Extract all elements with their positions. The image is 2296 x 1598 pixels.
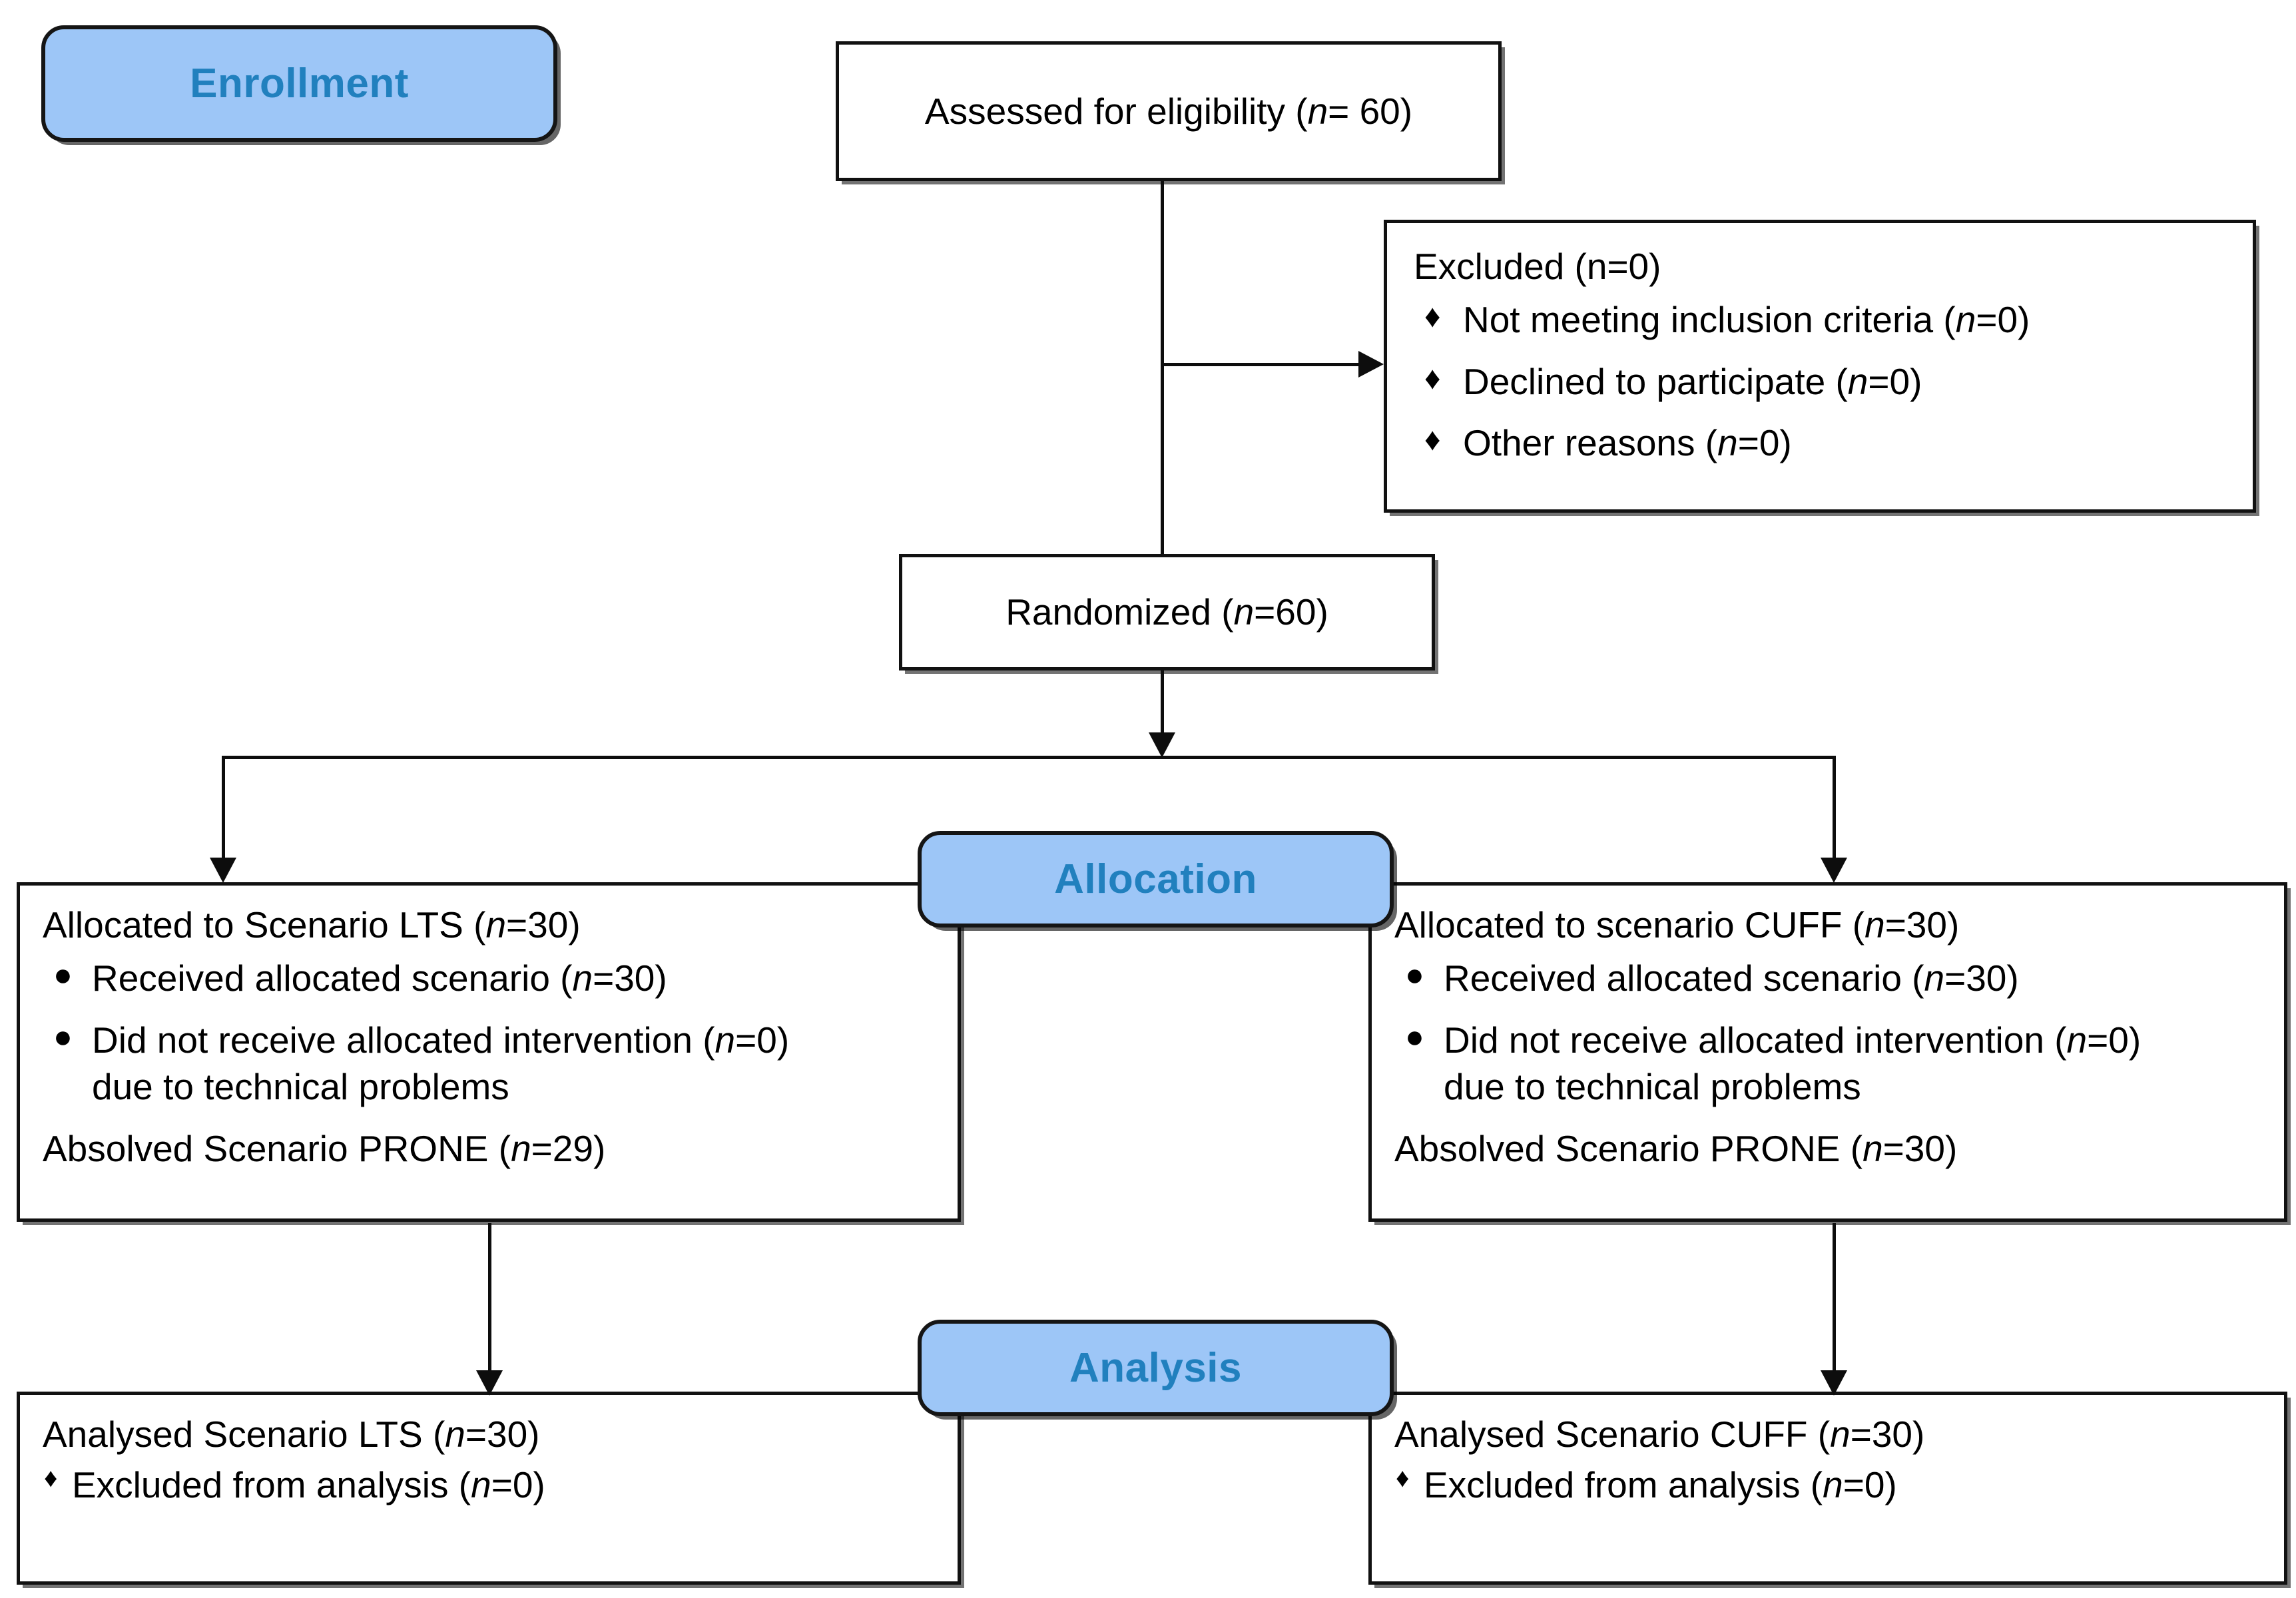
italic-n: n xyxy=(1863,1127,1883,1169)
node-analysed-lts-heading: Analysed Scenario LTS (n=30) xyxy=(43,1414,540,1455)
italic-n: n xyxy=(471,1464,491,1506)
node-allocated-cuff-footer: Absolved Scenario PRONE (n=30) xyxy=(1394,1127,1958,1169)
round-bullet-icon: ● xyxy=(53,957,73,993)
banner-allocation: Allocation xyxy=(918,831,1394,928)
connector-branch-right xyxy=(1833,756,1836,866)
node-allocated-cuff-heading: Allocated to scenario CUFF (n=30) xyxy=(1394,904,1960,945)
node-randomized: Randomized (n=60) xyxy=(899,554,1435,670)
round-bullet-icon: ● xyxy=(1405,1019,1424,1055)
list-item-text: Excluded from analysis (n=0) xyxy=(72,1464,545,1506)
diamond-bullet-icon: ♦ xyxy=(1424,360,1441,396)
arrow-branch-right xyxy=(1821,858,1847,883)
italic-n: n xyxy=(511,1127,531,1169)
italic-n: n xyxy=(1233,591,1255,633)
node-allocated-lts-list: ● Received allocated scenario (n=30) ● D… xyxy=(43,955,935,1110)
connector-randomized-down xyxy=(1161,670,1164,737)
list-item: ♦ Other reasons (n=0) xyxy=(1414,419,2226,466)
italic-n: n xyxy=(1865,904,1885,945)
list-item-text: Received allocated scenario (n=30) xyxy=(1444,957,2019,999)
arrow-randomized-split xyxy=(1149,732,1175,758)
connector-alloc-left-to-analysis xyxy=(488,1223,491,1376)
italic-n: n xyxy=(445,1414,465,1455)
node-assessed-for-eligibility: Assessed for eligibility (n= 60) xyxy=(836,41,1502,181)
node-allocated-cuff: Allocated to scenario CUFF (n=30) ● Rece… xyxy=(1368,882,2287,1222)
node-excluded-heading: Excluded (n=0) xyxy=(1414,246,1661,287)
list-item-text: Did not receive allocated intervention (… xyxy=(1444,1019,2142,1108)
connector-assessed-to-randomized xyxy=(1161,181,1164,554)
node-allocated-lts-footer: Absolved Scenario PRONE (n=29) xyxy=(43,1127,606,1169)
diamond-bullet-icon: ♦ xyxy=(1424,422,1441,458)
list-item: ● Received allocated scenario (n=30) xyxy=(1394,955,2261,1001)
node-analysed-lts: Analysed Scenario LTS (n=30) ♦ Excluded … xyxy=(17,1392,961,1585)
italic-n: n xyxy=(1830,1414,1851,1455)
node-analysed-lts-list: ♦ Excluded from analysis (n=0) xyxy=(43,1462,935,1508)
node-assessed-text: Assessed for eligibility (n= 60) xyxy=(924,90,1413,132)
connector-to-excluded xyxy=(1161,363,1360,366)
node-allocated-lts-heading: Allocated to Scenario LTS (n=30) xyxy=(43,904,581,945)
banner-analysis: Analysis xyxy=(918,1320,1394,1416)
list-item-text: Excluded from analysis (n=0) xyxy=(1424,1464,1897,1506)
arrow-to-excluded xyxy=(1358,351,1384,378)
node-analysed-cuff-list: ♦ Excluded from analysis (n=0) xyxy=(1394,1462,2261,1508)
banner-allocation-label: Allocation xyxy=(1054,856,1257,902)
node-randomized-text: Randomized (n=60) xyxy=(1005,591,1328,633)
connector-split-bar xyxy=(222,756,1835,759)
arrow-alloc-right-to-analysis xyxy=(1821,1370,1847,1396)
list-item: ♦ Not meeting inclusion criteria (n=0) xyxy=(1414,296,2226,343)
list-item-text: Received allocated scenario (n=30) xyxy=(92,957,667,999)
italic-n: n xyxy=(572,957,593,999)
list-item: ♦ Declined to participate (n=0) xyxy=(1414,358,2226,405)
list-item-text: Declined to participate (n=0) xyxy=(1463,360,1922,402)
node-analysed-cuff-heading: Analysed Scenario CUFF (n=30) xyxy=(1394,1414,1925,1455)
node-analysed-cuff: Analysed Scenario CUFF (n=30) ♦ Excluded… xyxy=(1368,1392,2287,1585)
italic-n: n xyxy=(1955,299,1976,341)
round-bullet-icon: ● xyxy=(53,1019,73,1055)
italic-n: n xyxy=(1847,360,1868,402)
list-item: ♦ Excluded from analysis (n=0) xyxy=(1394,1462,2261,1508)
italic-n: n xyxy=(1717,422,1738,464)
connector-branch-left xyxy=(222,756,225,866)
arrow-branch-left xyxy=(210,858,236,883)
list-item-text: Not meeting inclusion criteria (n=0) xyxy=(1463,299,2030,341)
italic-n: n xyxy=(1307,90,1328,132)
node-allocated-cuff-list: ● Received allocated scenario (n=30) ● D… xyxy=(1394,955,2261,1110)
italic-n: n xyxy=(485,904,507,945)
diamond-bullet-icon: ♦ xyxy=(1424,299,1441,335)
italic-n: n xyxy=(2066,1019,2088,1061)
list-item: ● Received allocated scenario (n=30) xyxy=(43,955,935,1001)
list-item-text: Did not receive allocated intervention (… xyxy=(92,1019,790,1108)
list-item-text: Other reasons (n=0) xyxy=(1463,422,1792,464)
italic-n: n xyxy=(715,1019,736,1061)
list-item: ● Did not receive allocated intervention… xyxy=(1394,1017,2261,1111)
node-excluded-list: ♦ Not meeting inclusion criteria (n=0) ♦… xyxy=(1414,296,2226,466)
diamond-bullet-icon: ♦ xyxy=(1396,1464,1410,1493)
connector-alloc-right-to-analysis xyxy=(1833,1223,1836,1376)
italic-n: n xyxy=(1823,1464,1843,1506)
banner-analysis-label: Analysis xyxy=(1069,1345,1243,1391)
node-excluded: Excluded (n=0) ♦ Not meeting inclusion c… xyxy=(1384,220,2256,513)
arrow-alloc-left-to-analysis xyxy=(476,1370,503,1396)
banner-enrollment-label: Enrollment xyxy=(190,61,409,107)
list-item: ● Did not receive allocated intervention… xyxy=(43,1017,935,1111)
italic-n: n xyxy=(1924,957,1945,999)
node-allocated-lts: Allocated to Scenario LTS (n=30) ● Recei… xyxy=(17,882,961,1222)
diamond-bullet-icon: ♦ xyxy=(44,1464,58,1493)
list-item: ♦ Excluded from analysis (n=0) xyxy=(43,1462,935,1508)
round-bullet-icon: ● xyxy=(1405,957,1424,993)
banner-enrollment: Enrollment xyxy=(41,25,557,142)
